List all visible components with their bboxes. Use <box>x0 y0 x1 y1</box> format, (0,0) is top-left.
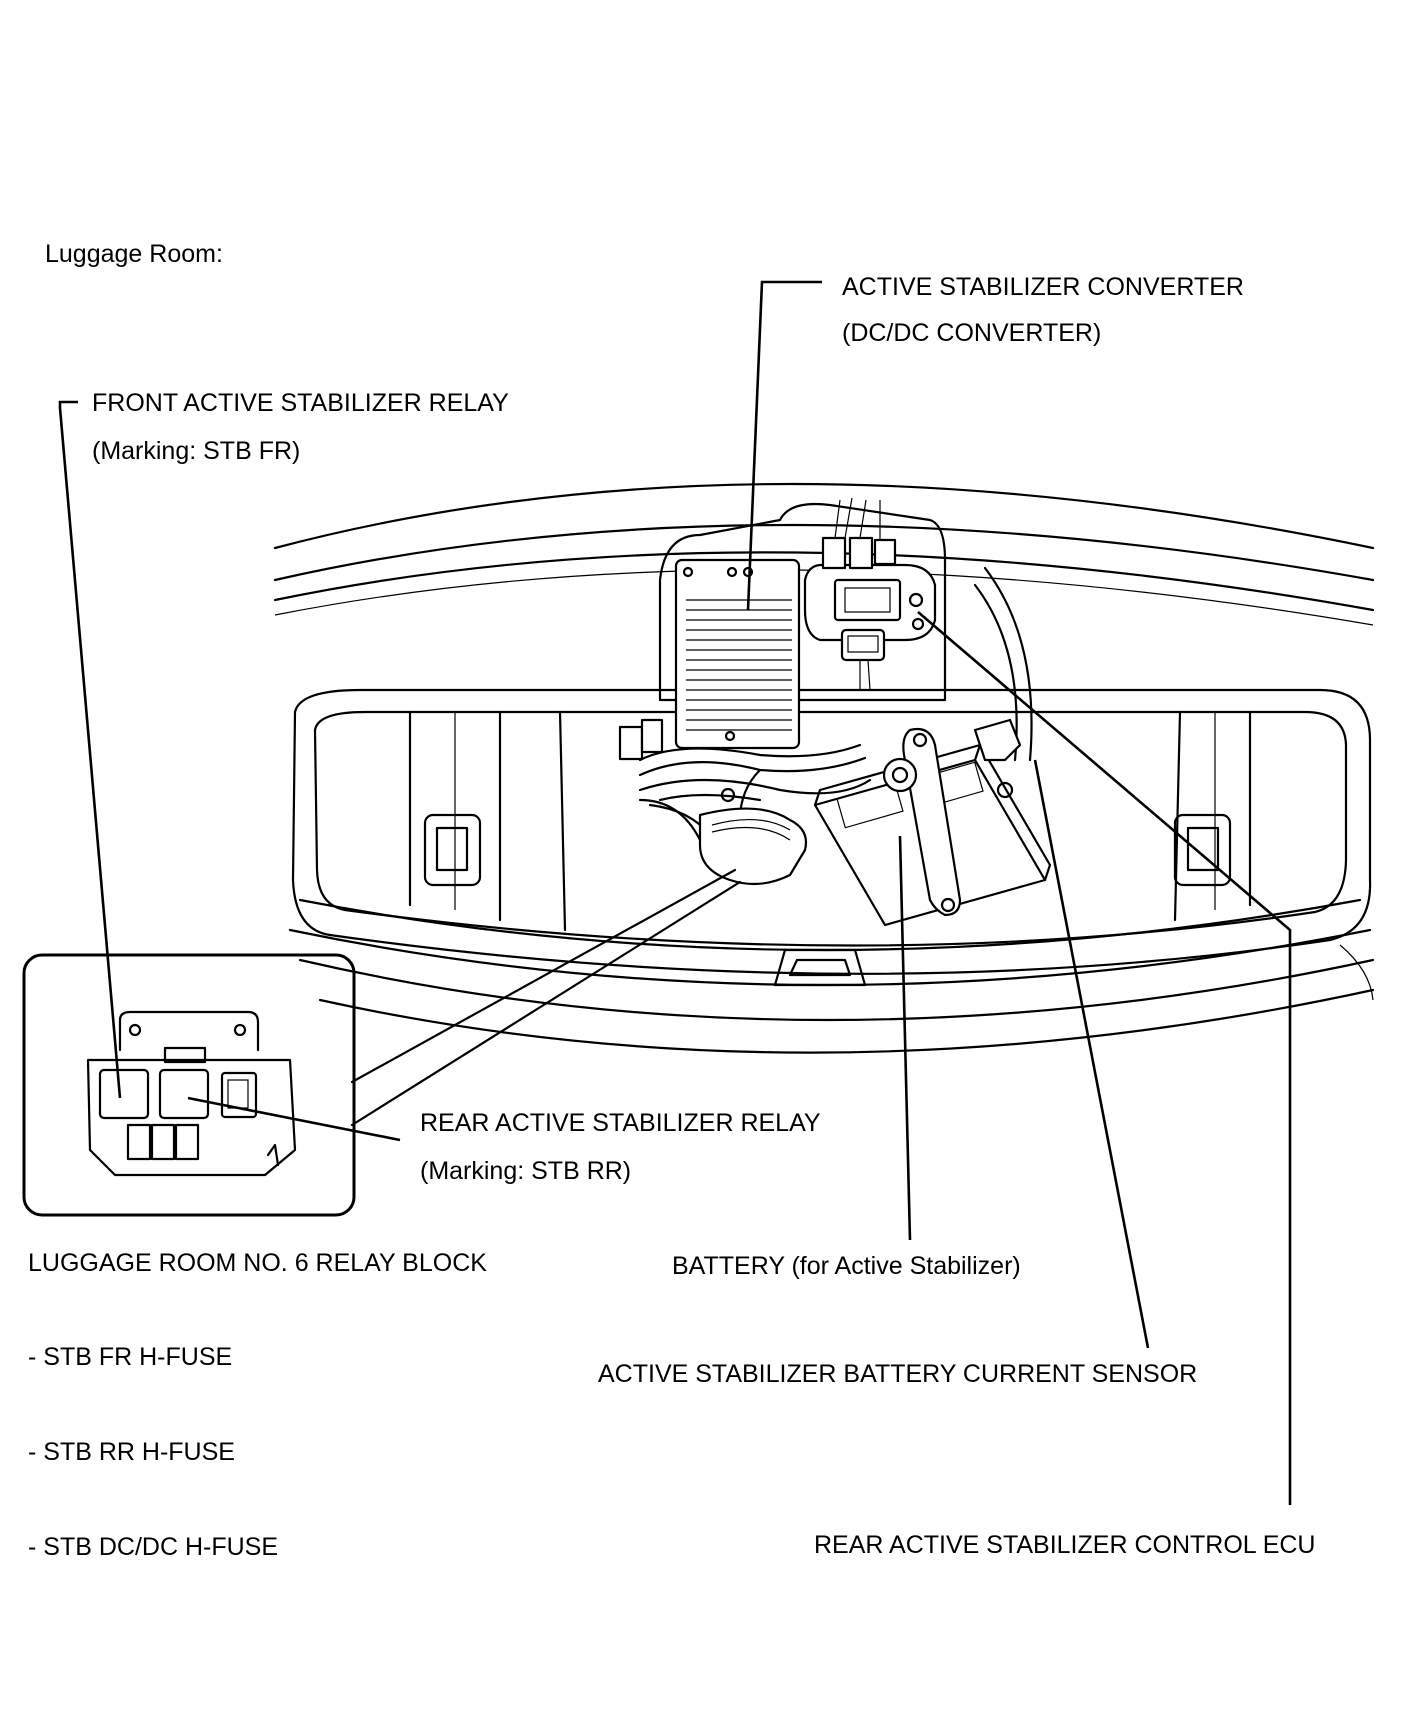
battery-leader <box>898 835 912 1241</box>
current-sensor-leader <box>1033 759 1150 1349</box>
control-ecu-leader <box>917 611 1292 1505</box>
luggage-compartment-body <box>273 482 1375 1054</box>
control-ecu-component <box>803 497 937 691</box>
battery-label: BATTERY (for Active Stabilizer) <box>672 1252 1021 1280</box>
section-title: Luggage Room: <box>45 240 223 268</box>
leader-lines <box>58 280 1292 1505</box>
converter-leader <box>746 280 822 611</box>
control-ecu-label: REAR ACTIVE STABILIZER CONTROL ECU <box>814 1531 1316 1559</box>
battery-component <box>813 718 1052 927</box>
converter-sublabel: (DC/DC CONVERTER) <box>842 319 1102 347</box>
converter-component <box>658 502 947 750</box>
front-relay-label: FRONT ACTIVE STABILIZER RELAY <box>92 389 509 417</box>
front-relay-slot <box>98 1068 150 1120</box>
fuse-stb-rr: - STB RR H-FUSE <box>28 1438 235 1466</box>
rear-relay-sublabel: (Marking: STB RR) <box>420 1157 632 1185</box>
rear-relay-label: REAR ACTIVE STABILIZER RELAY <box>420 1109 821 1137</box>
rear-relay-slot <box>158 1068 210 1120</box>
converter-label: ACTIVE STABILIZER CONVERTER <box>842 273 1244 301</box>
front-relay-leader <box>58 400 122 1099</box>
current-sensor-component <box>698 787 808 886</box>
front-relay-sublabel: (Marking: STB FR) <box>92 437 301 465</box>
inset-zoom-beam <box>350 868 742 1127</box>
relay-block-label: LUGGAGE ROOM NO. 6 RELAY BLOCK <box>28 1249 487 1277</box>
current-sensor-label: ACTIVE STABILIZER BATTERY CURRENT SENSOR <box>598 1360 1198 1388</box>
fuse-stb-fr: - STB FR H-FUSE <box>28 1343 233 1371</box>
wire-harness <box>618 718 872 842</box>
rear-relay-leader <box>187 1096 401 1142</box>
relay-block-inset <box>22 953 356 1217</box>
fuse-stb-dcdc: - STB DC/DC H-FUSE <box>28 1533 278 1561</box>
